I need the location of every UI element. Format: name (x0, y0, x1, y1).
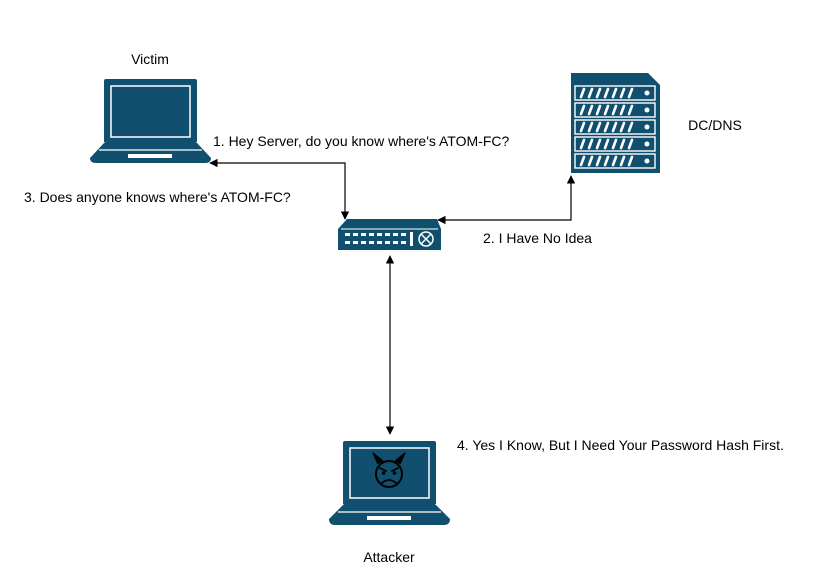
message-step-2: 2. I Have No Idea (483, 230, 592, 246)
edge-victim-switch (209, 158, 350, 220)
message-step-4: 4. Yes I Know, But I Need Your Password … (457, 437, 784, 453)
attacker-label: Attacker (363, 549, 415, 565)
message-step-3: 3. Does anyone knows where's ATOM-FC? (24, 189, 291, 205)
angry-devil-face-icon (372, 452, 406, 488)
connectors (209, 158, 576, 435)
victim-laptop-icon (90, 79, 211, 163)
victim-label: Victim (131, 51, 169, 67)
edge-server-switch (437, 175, 576, 225)
network-switch-icon (338, 219, 441, 250)
server-label: DC/DNS (688, 117, 742, 133)
message-step-1: 1. Hey Server, do you know where's ATOM-… (213, 133, 509, 149)
server-rack-icon (571, 73, 660, 173)
attacker-laptop-icon (329, 441, 450, 525)
